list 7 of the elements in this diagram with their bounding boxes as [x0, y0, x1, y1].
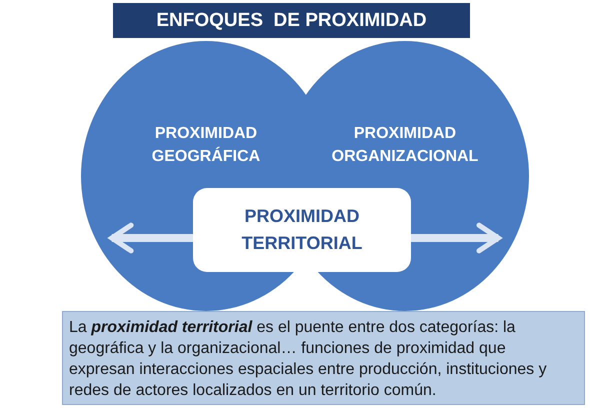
- arrow: [109, 222, 193, 254]
- rounded-box: PROXIMIDAD TERRITORIAL: [193, 188, 411, 272]
- arrow: [411, 222, 501, 254]
- ellipse-label: PROXIMIDAD ORGANIZACIONAL: [330, 124, 480, 167]
- ellipse-label: PROXIMIDAD GEOGRÁFICA: [150, 124, 262, 167]
- text-panel: La proximidad territorial es el puente entre dos categorías: la geográfica y la organizacional… funciones de proximidad que expresan interacciones espaciales entre producción, instituciones y redes de actores localizados en un territorio común.: [62, 311, 585, 405]
- title-bar: ENFOQUES DE PROXIMIDAD: [113, 3, 470, 38]
